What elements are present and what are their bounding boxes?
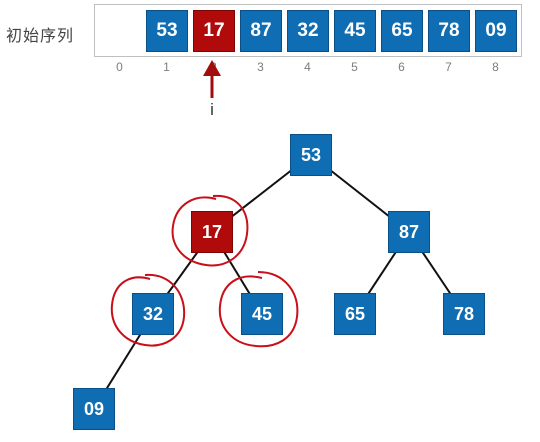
circle-annotation-17 bbox=[171, 194, 249, 267]
tree-node-45: 45 bbox=[241, 293, 283, 335]
array-cell-2: 17 bbox=[193, 10, 235, 52]
array-index-8: 8 bbox=[492, 60, 499, 74]
tree-node-78: 78 bbox=[443, 293, 485, 335]
array-cell-3: 87 bbox=[240, 10, 282, 52]
array-cell-6: 65 bbox=[381, 10, 423, 52]
array-index-4: 4 bbox=[304, 60, 311, 74]
array-index-7: 7 bbox=[445, 60, 452, 74]
tree-node-87: 87 bbox=[388, 211, 430, 253]
tree-node-09: 09 bbox=[73, 388, 115, 430]
array-cell-1: 53 bbox=[146, 10, 188, 52]
circle-annotation-45 bbox=[218, 271, 299, 348]
array-index-3: 3 bbox=[257, 60, 264, 74]
array-cell-4: 32 bbox=[287, 10, 329, 52]
circle-annotation-32 bbox=[110, 273, 186, 347]
pointer-label: i bbox=[210, 100, 214, 119]
array-index-0: 0 bbox=[116, 60, 123, 74]
tree-node-65: 65 bbox=[334, 293, 376, 335]
array-strip: 53 17 87 32 45 65 78 09 bbox=[94, 4, 522, 57]
array-index-5: 5 bbox=[351, 60, 358, 74]
array-cell-5: 45 bbox=[334, 10, 376, 52]
tree-node-32: 32 bbox=[132, 293, 174, 335]
sequence-label: 初始序列 bbox=[6, 26, 75, 45]
array-cell-8: 09 bbox=[475, 10, 517, 52]
array-cell-7: 78 bbox=[428, 10, 470, 52]
array-index-6: 6 bbox=[398, 60, 405, 74]
tree-node-17: 17 bbox=[191, 211, 233, 253]
array-index-1: 1 bbox=[163, 60, 170, 74]
tree-node-53: 53 bbox=[290, 134, 332, 176]
